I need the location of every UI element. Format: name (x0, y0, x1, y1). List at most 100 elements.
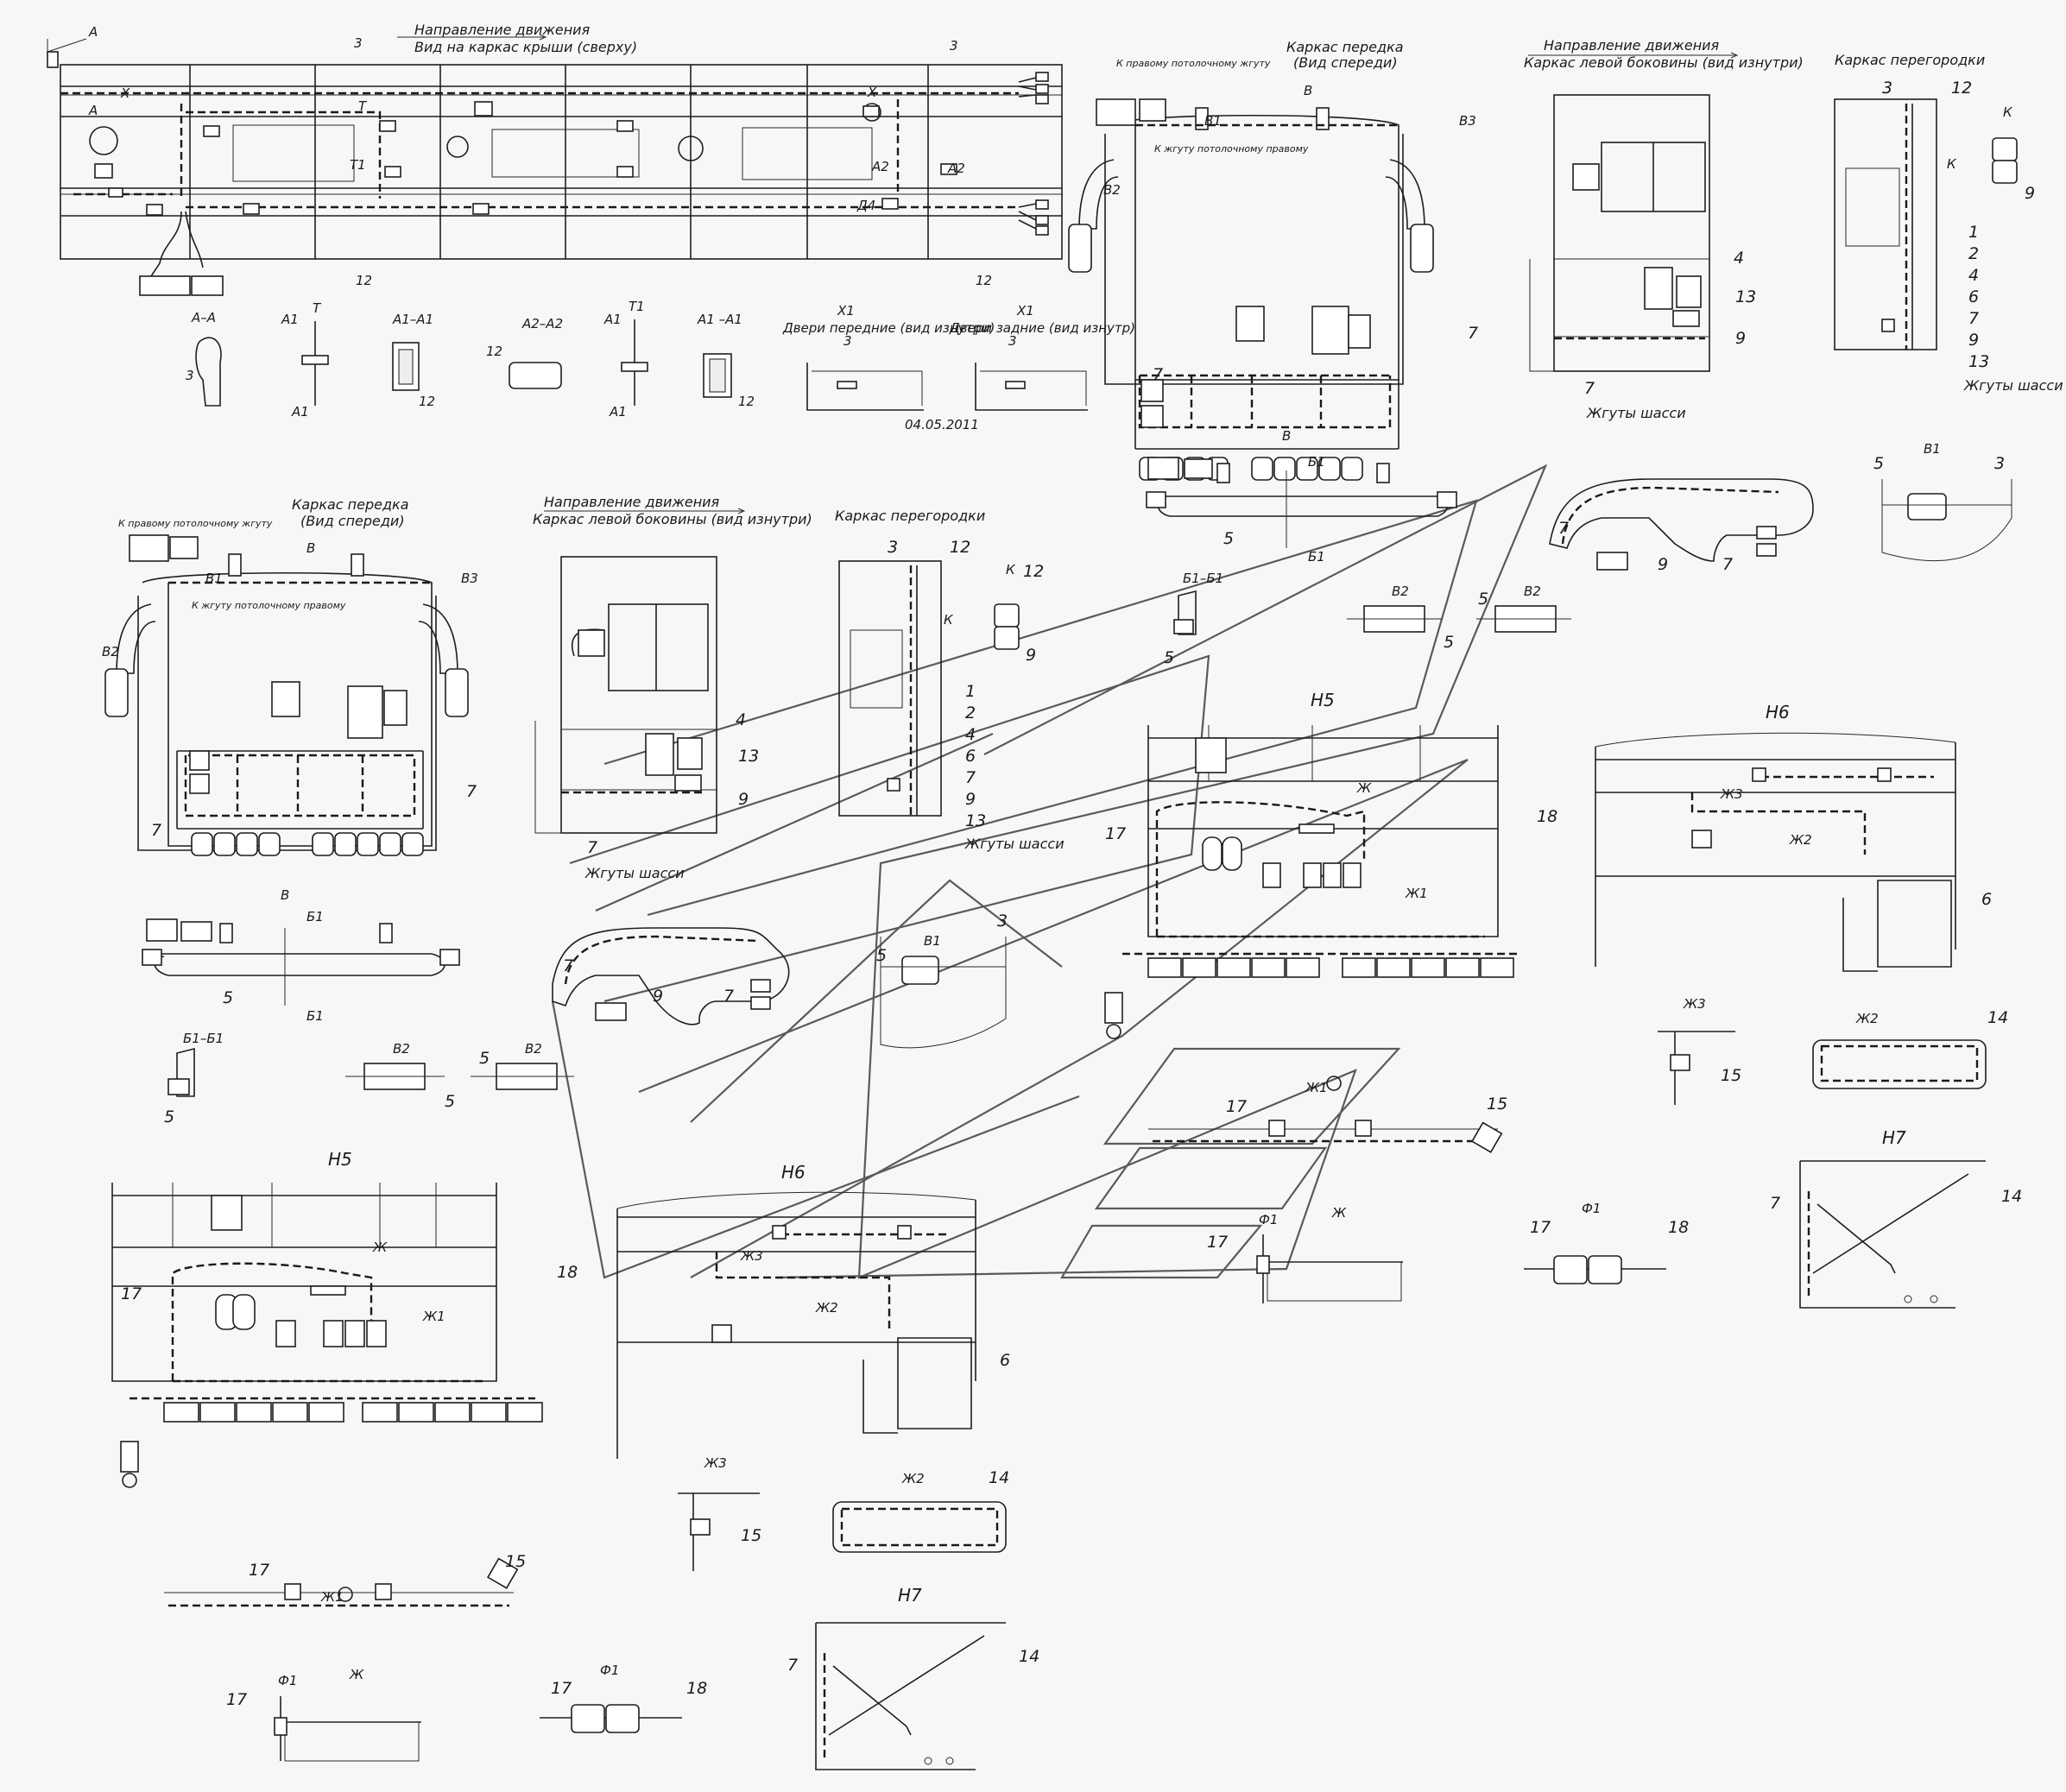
partition-callout-3-lower: 3 (888, 538, 898, 557)
front-title-upper: Каркас передка (1286, 39, 1404, 55)
section-a1a1-callout: 12 (419, 394, 435, 409)
dash-panel-upper: 9 7 7 (1549, 478, 1814, 574)
view-b-section-top-lower: Б1 (306, 909, 324, 924)
v1-label-lower: В1 (924, 933, 941, 949)
partition-callout-12-upper: 12 (1951, 79, 1972, 98)
h5-zh1-lower: Ж1 (422, 1309, 445, 1324)
section-t1: Т1 (629, 299, 645, 314)
detail-14-upper: 14 (1987, 1008, 2008, 1027)
detail-17-lower: 17 (249, 1561, 269, 1580)
front-title-lower: Каркас передка (292, 496, 409, 513)
detail-14b-upper: 14 (2001, 1187, 2022, 1206)
left-side-chassis-upper: Жгуты шасси (1586, 405, 1686, 421)
section-a1a1b-label: А1 –А1 (697, 312, 742, 327)
front-mark-b-upper: В (1304, 83, 1312, 98)
h5-title-upper: Н5 (1311, 690, 1335, 710)
partition-title-lower: Каркас перегородки (835, 508, 985, 524)
front-doors-label: Двери передние (вид изнутри) (782, 320, 995, 336)
detail-f1-a-lower: Ф1 (278, 1673, 297, 1688)
view-b-v2a-lower: В2 (393, 1041, 410, 1057)
v1-callout-3-upper: 3 (1994, 454, 2005, 473)
v1-detail-upper: В1 5 3 (1873, 441, 2012, 562)
view-b-v2b-lower: В2 (525, 1041, 542, 1057)
h6-zh3-lower: Ж3 (740, 1248, 763, 1264)
roof-frame: Направление движения Вид на каркас крыши… (47, 22, 1063, 296)
roof-mark-a: A (88, 103, 98, 118)
front-mark-b3-upper: В3 (1459, 113, 1476, 129)
left-side-callout-4-lower: 4 (736, 710, 746, 729)
partition-num-1: 1 (965, 682, 976, 701)
view-b-title-upper: В (1282, 428, 1291, 444)
roof-view-label: Вид на каркас крыши (сверху) (414, 39, 637, 55)
detail-17b-upper: 17 (1207, 1233, 1228, 1252)
detail-14b-lower: 14 (1019, 1647, 1039, 1666)
partition-num-6-upper: 6 (1968, 287, 1979, 306)
left-side-callout-7-upper: 7 (1584, 379, 1595, 398)
dash-callout-7-upper: 7 (1558, 519, 1569, 538)
h6-callout-6-upper: 6 (1981, 890, 1992, 909)
roof-mark-x: X (120, 85, 130, 101)
partition-num-7: 7 (965, 768, 976, 787)
front-mark-b3-lower: В3 (461, 571, 478, 586)
front-mark-b2-lower: В2 (102, 644, 119, 659)
h5-title-lower: Н5 (328, 1149, 352, 1170)
section-a1-bottom-b: А1 (609, 404, 627, 420)
partition-num-1-upper: 1 (1968, 223, 1979, 242)
view-b-callout-5c-lower: 5 (445, 1092, 455, 1111)
section-a1a1b-callout: 12 (738, 394, 755, 409)
roof-plug-pairs (1018, 72, 1049, 236)
partition-frame-lower: Каркас перегородки К К 3 12 12 9 1 2 4 6… (835, 508, 1065, 852)
detail-18-upper: 18 (1668, 1218, 1689, 1237)
h5-callout-18-upper: 18 (1537, 807, 1557, 826)
front-callout-7a-upper: 7 (1153, 365, 1163, 384)
roof-callout-3a: 3 (354, 35, 363, 51)
roof-callout-12a: 12 (356, 273, 372, 288)
view-b-section-bottom-lower: Б1 (306, 1008, 324, 1024)
detail-zh1-lower: Ж1 (320, 1589, 344, 1605)
detail-15-lower: 15 (741, 1526, 761, 1545)
left-side-frame-upper: Направление движения Каркас левой бокови… (1524, 37, 1804, 421)
section-x1-front: Х1 (837, 303, 855, 319)
detail-zh3-lower: Ж3 (704, 1455, 727, 1471)
left-side-callout-9-upper: 9 (1735, 329, 1746, 348)
h6-upper: Н6 Ж3 Ж2 6 (1595, 702, 1992, 972)
detail-7-lower: 7 (787, 1656, 798, 1675)
roof-mark-t1: T1 (350, 157, 366, 173)
detail-zh2-lower: Ж2 (901, 1471, 925, 1486)
view-b-section-top-upper: Б1 (1308, 454, 1325, 470)
section-a2a2-label: А2–А2 (521, 316, 563, 331)
dash-callout-7b-lower: 7 (723, 987, 734, 1006)
view-b-section-b1b1-lower: Б1–Б1 (183, 1031, 224, 1046)
h6-zh2-upper: Ж2 (1789, 832, 1812, 848)
h5-fuse-block-upper (1104, 957, 1514, 1024)
view-b-callout-5b-lower: 5 (164, 1107, 174, 1126)
partition-k-b-lower: К (944, 612, 954, 628)
roof-mark-a-top: A (88, 24, 98, 40)
v1-callout-5-upper: 5 (1873, 454, 1884, 473)
view-b-v2a-upper: В2 (1392, 584, 1409, 599)
section-a1a1-label: А1–А1 (392, 312, 433, 327)
partition-callout-list-lower: 1 2 4 6 7 9 13 (965, 682, 986, 830)
view-b-upper: В Б1 Б1 5 Б1–Б1 5 В2 5 В2 5 (1146, 428, 1571, 667)
front-note-lower-2: К жгуту потолочному правому (192, 600, 346, 611)
partition-num-13-upper: 13 (1968, 352, 1989, 371)
dash-callout-7b-upper: 7 (1722, 555, 1733, 574)
view-b-callout-5-upper: 5 (1223, 529, 1234, 548)
roof-mark-t: T (358, 98, 368, 114)
front-subtitle-upper: (Вид спереди) (1293, 54, 1398, 71)
partition-k-a-upper: К (2003, 104, 2013, 120)
detail-18-lower: 18 (686, 1679, 707, 1698)
detail-17c-upper: 17 (1530, 1218, 1551, 1237)
section-x1-rear: Х1 (1016, 303, 1034, 319)
front-note-upper-1: К правому потолочному жгуту (1116, 58, 1271, 69)
detail-zh3-upper: Ж3 (1683, 996, 1706, 1012)
section-aa-label: А–А (191, 310, 216, 325)
left-side-frame: Направление движения Каркас левой бокови… (533, 494, 812, 881)
section-t: Т (313, 300, 322, 316)
partition-num-4-upper: 4 (1968, 266, 1979, 285)
front-callout-7a-lower: 7 (151, 821, 161, 840)
detail-17c-lower: 17 (551, 1679, 572, 1698)
detail-7-upper: 7 (1770, 1194, 1780, 1213)
h6-callout-6-lower: 6 (1000, 1351, 1010, 1370)
